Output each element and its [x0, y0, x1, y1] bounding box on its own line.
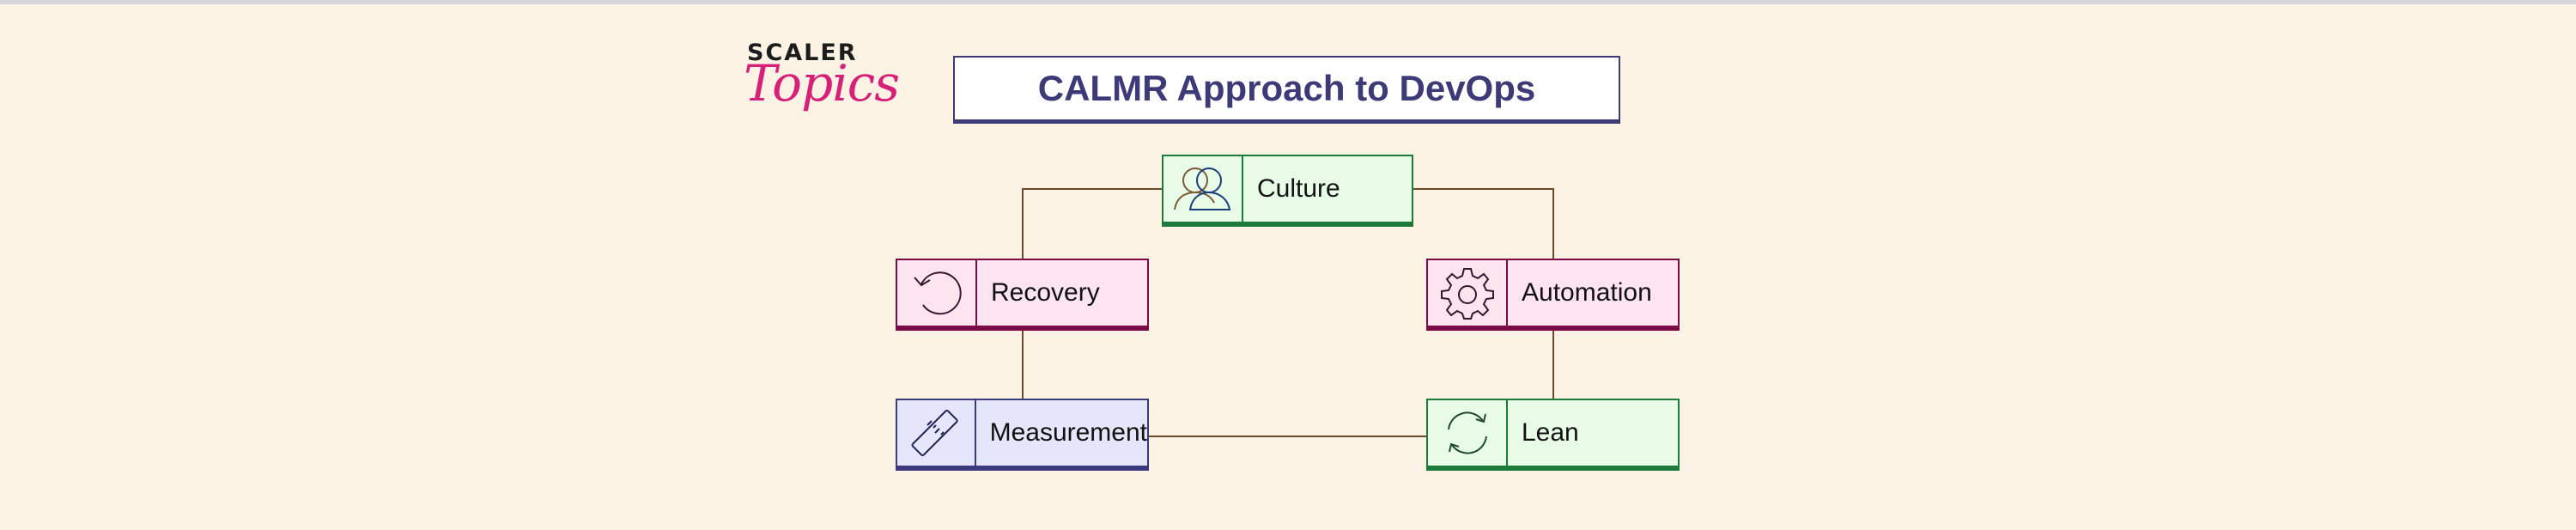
node-culture-label: Culture	[1257, 174, 1340, 203]
connector-culture-recovery	[1022, 188, 1163, 259]
diagram-title-box: CALMR Approach to DevOps	[953, 56, 1620, 124]
node-automation-icon-cell	[1428, 260, 1508, 326]
node-automation: Automation	[1426, 259, 1680, 331]
node-lean: Lean	[1426, 399, 1680, 471]
diagram-title: CALMR Approach to DevOps	[1037, 68, 1536, 108]
top-border	[0, 0, 2576, 4]
gear-icon	[1440, 268, 1494, 320]
node-lean-icon-cell	[1428, 400, 1508, 466]
node-recovery: Recovery	[896, 259, 1149, 331]
ruler-icon	[911, 409, 958, 457]
node-measurement-icon-cell	[897, 400, 976, 466]
refresh-cycle-icon	[1447, 411, 1487, 454]
scaler-topics-logo: SCALER Topics	[744, 40, 900, 125]
node-automation-label: Automation	[1522, 278, 1652, 307]
undo-icon	[913, 271, 962, 315]
node-culture: Culture	[1162, 155, 1413, 227]
node-measurement-label: Measurement	[989, 418, 1147, 447]
people-icon	[1173, 168, 1230, 210]
node-measurement: Measurement	[896, 399, 1149, 471]
node-lean-label: Lean	[1522, 418, 1579, 447]
node-recovery-icon-cell	[897, 260, 977, 326]
node-recovery-label: Recovery	[991, 278, 1100, 307]
connector-culture-automation	[1413, 188, 1554, 259]
logo-scaler-text: SCALER	[747, 40, 858, 66]
node-culture-icon-cell	[1163, 156, 1243, 222]
logo-topics-text: Topics	[744, 54, 900, 113]
